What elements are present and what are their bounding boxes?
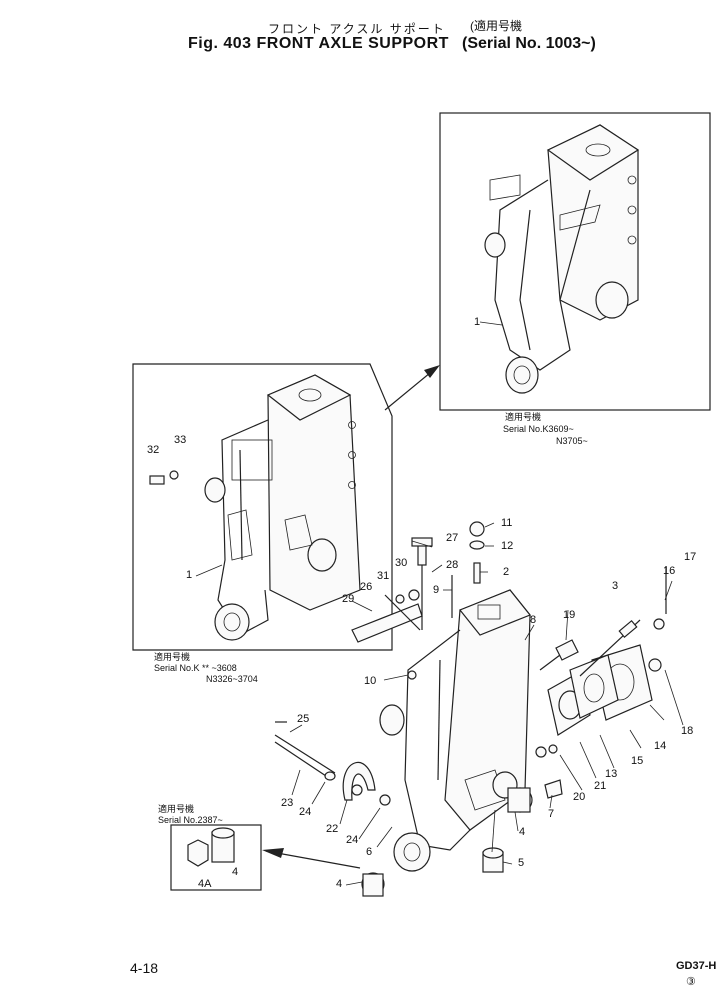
callout-11: 11 <box>501 517 513 529</box>
arrow-to-upper-inset <box>384 367 437 411</box>
callout-28: 28 <box>446 559 459 571</box>
arrowhead-bottom <box>262 848 284 858</box>
left-inset-support-drawing <box>149 374 361 641</box>
callout-27: 27 <box>446 532 459 544</box>
callout-8: 8 <box>530 614 537 626</box>
inset-frame-left <box>132 363 393 651</box>
callout-4-bottom: 4 <box>336 878 343 890</box>
callout-33: 33 <box>174 434 187 446</box>
callout-1-upper: 1 <box>474 316 481 328</box>
main-support-drawing <box>187 521 684 897</box>
left-inset-note-jp: 適用号機 <box>154 652 191 662</box>
callout-6: 6 <box>366 846 373 858</box>
inset-frame-upper-right <box>439 112 711 411</box>
left-inset-serial: Serial No.K ** ~3608 <box>154 663 237 673</box>
callout-3: 3 <box>612 580 619 592</box>
callout-26: 26 <box>360 581 373 593</box>
callout-31: 31 <box>377 570 390 582</box>
callout-30: 30 <box>395 557 408 569</box>
figure-title: Fig. 403 FRONT AXLE SUPPORT <box>188 35 449 52</box>
callout-5: 5 <box>518 857 525 869</box>
bottom-inset-note-jp: 適用号機 <box>158 804 195 814</box>
upper-inset-serial: Serial No.K3609~ <box>503 424 574 434</box>
upper-inset-serial-2: N3705~ <box>556 436 588 446</box>
page-number: 4-18 <box>130 960 159 976</box>
callout-10: 10 <box>364 675 377 687</box>
model-code: GD37-H <box>676 960 717 972</box>
callout-7: 7 <box>548 808 555 820</box>
callout-12: 12 <box>501 540 514 552</box>
left-inset-serial-2: N3326~3704 <box>206 674 258 684</box>
figure-serial: (Serial No. 1003~) <box>462 35 596 52</box>
arrowhead-upper <box>424 365 440 378</box>
title-japanese: フロント アクスル サポート <box>268 22 446 36</box>
revision-mark: ③ <box>686 976 696 988</box>
callout-32: 32 <box>147 444 160 456</box>
callout-24-lower: 24 <box>346 834 359 846</box>
callout-17: 17 <box>684 551 697 563</box>
callout-9: 9 <box>433 584 440 596</box>
callout-21: 21 <box>594 780 607 792</box>
callout-4-right: 4 <box>519 826 526 838</box>
callout-25: 25 <box>297 713 310 725</box>
callout-18: 18 <box>681 725 694 737</box>
callout-24: 24 <box>299 806 312 818</box>
upper-inset-note-jp: 適用号機 <box>505 412 542 422</box>
callout-23: 23 <box>281 797 294 809</box>
callout-22: 22 <box>326 823 339 835</box>
callout-2: 2 <box>503 566 510 578</box>
callout-13: 13 <box>605 768 618 780</box>
upper-inset-support-drawing <box>479 124 640 394</box>
callout-29: 29 <box>342 593 355 605</box>
callout-1-left: 1 <box>186 569 193 581</box>
callout-4-inset: 4 <box>232 866 239 878</box>
bottom-inset-serial: Serial No.2387~ <box>158 815 223 825</box>
applicable-japanese: (適用号機 <box>470 19 522 33</box>
callout-20: 20 <box>573 791 586 803</box>
inset-frame-bottom-left <box>170 824 262 891</box>
callout-4A: 4A <box>198 878 212 890</box>
callout-19: 19 <box>563 609 576 621</box>
callout-14: 14 <box>654 740 667 752</box>
callout-15: 15 <box>631 755 644 767</box>
callout-16: 16 <box>663 565 676 577</box>
